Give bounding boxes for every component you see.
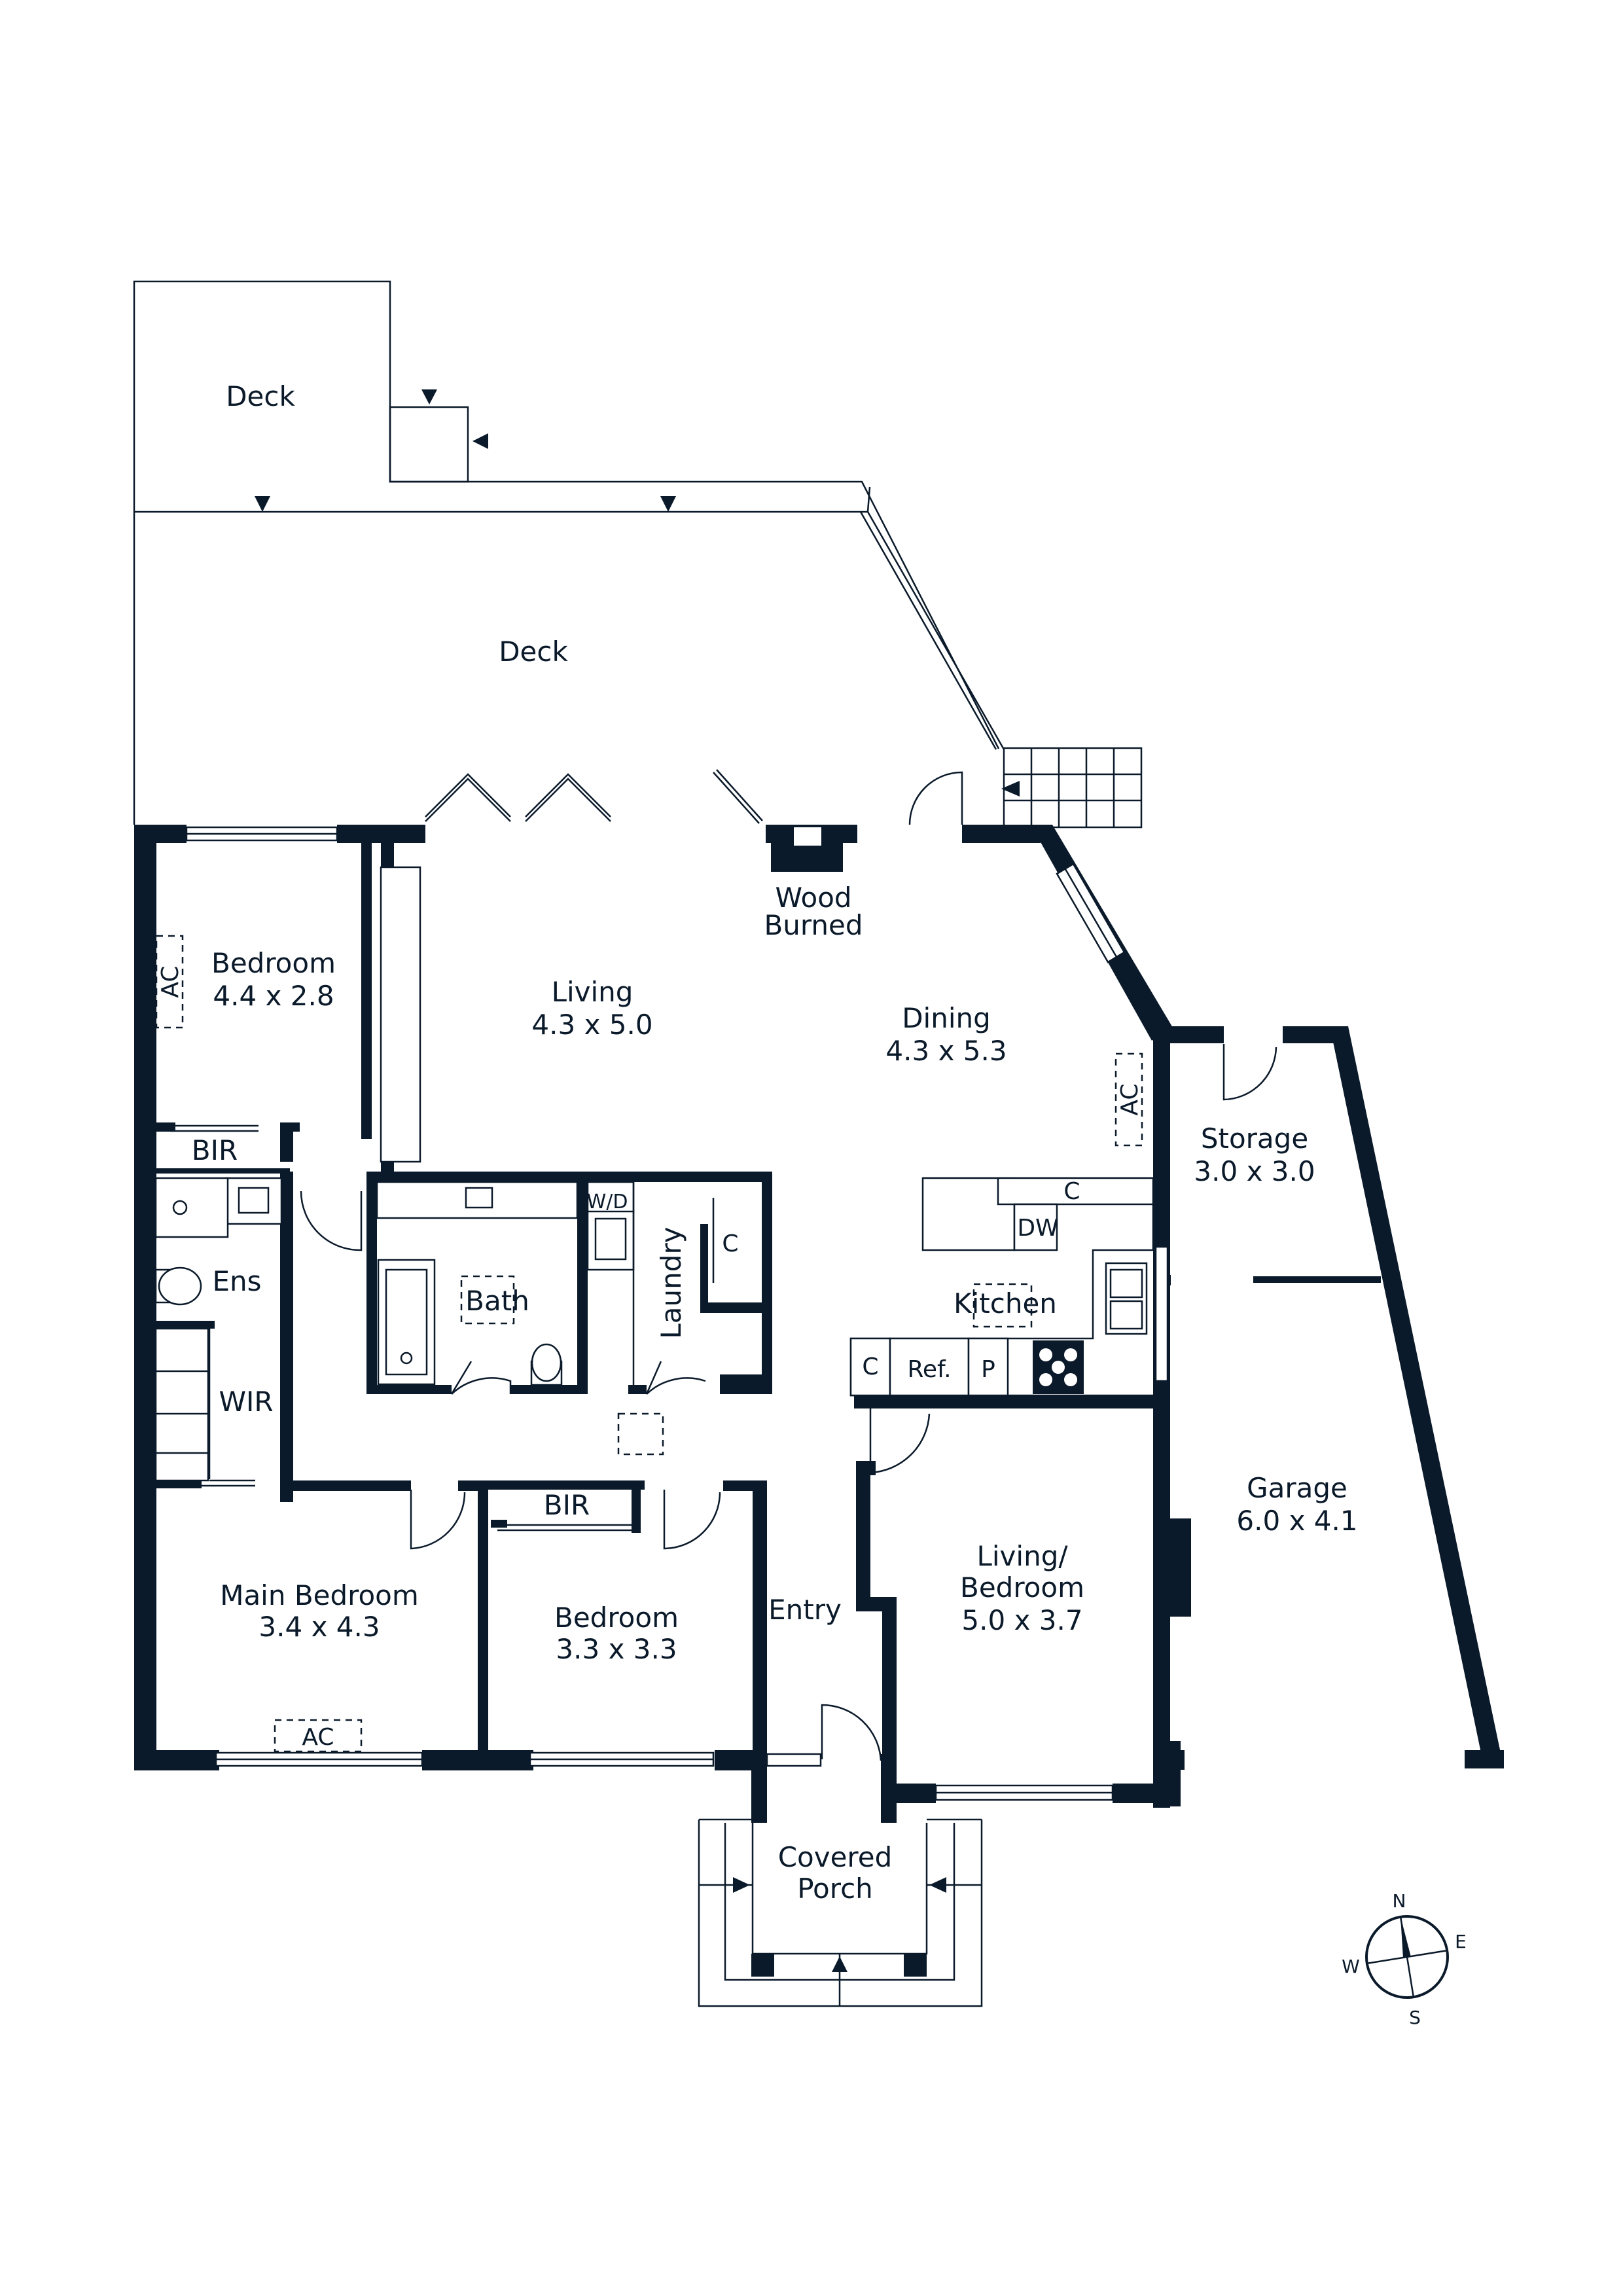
- label-bir-nw: BIR: [192, 1134, 238, 1166]
- label-dining: Dining: [902, 1002, 991, 1034]
- label-bedroom-nw-size: 4.4 x 2.8: [213, 980, 334, 1012]
- compass-east: E: [1455, 1931, 1467, 1952]
- compass-circle-icon: [1365, 1915, 1449, 1999]
- label-storage-size: 3.0 x 3.0: [1194, 1155, 1315, 1187]
- label-bedroom-nw: Bedroom: [211, 947, 336, 979]
- label-bath: Bath: [465, 1285, 529, 1317]
- label-ac-bedroom: AC: [157, 965, 184, 997]
- step-arrow-icon: [929, 1877, 946, 1893]
- label-garage-size: 6.0 x 4.1: [1236, 1505, 1357, 1537]
- label-ens: Ens: [212, 1265, 261, 1297]
- label-deck-main: Deck: [499, 636, 568, 668]
- label-cupboard-kitchen-left: C: [862, 1354, 878, 1380]
- ac-unit-dining: [1115, 1052, 1143, 1147]
- label-laundry: Laundry: [655, 1227, 687, 1338]
- walls: [134, 825, 1504, 1977]
- label-dining-size: 4.3 x 5.3: [885, 1035, 1007, 1067]
- label-bedroom-2-size: 3.3 x 3.3: [556, 1633, 677, 1665]
- ac-units: [155, 935, 1143, 1753]
- label-ac-dining: AC: [1116, 1083, 1143, 1115]
- label-covered-porch-2: Porch: [797, 1873, 873, 1905]
- label-ac-main-bedroom: AC: [302, 1724, 334, 1751]
- label-wood-burned-2: Burned: [764, 909, 863, 941]
- label-cupboard-laundry: C: [722, 1230, 738, 1257]
- label-cupboard-kitchen-top: C: [1063, 1178, 1080, 1205]
- compass-south: S: [1409, 2007, 1421, 2028]
- windows: [185, 826, 1169, 1801]
- label-living-size: 4.3 x 5.0: [531, 1009, 652, 1041]
- fixtures: [154, 866, 1154, 1482]
- label-dw: DW: [1017, 1215, 1058, 1242]
- label-bedroom-2: Bedroom: [554, 1602, 679, 1634]
- label-garage: Garage: [1247, 1472, 1347, 1504]
- label-bir-bed2: BIR: [544, 1489, 590, 1521]
- label-ref: Ref.: [907, 1356, 951, 1383]
- room-labels: Deck Deck Wood Burned Bedroom 4.4 x 2.8 …: [157, 380, 1358, 1905]
- label-wir: WIR: [219, 1386, 273, 1418]
- deck-steps: [1001, 747, 1143, 829]
- compass: N E S W: [1342, 1890, 1467, 2028]
- step-arrow-icon: [1001, 781, 1020, 797]
- label-covered-porch-1: Covered: [778, 1841, 893, 1873]
- step-arrow-icon: [660, 496, 676, 512]
- step-arrow-icon: [733, 1877, 750, 1893]
- step-arrow-icon: [473, 433, 488, 449]
- label-living-bedroom-size: 5.0 x 3.7: [961, 1604, 1082, 1636]
- label-deck-upper: Deck: [226, 380, 295, 412]
- step-arrow-icon: [255, 496, 270, 512]
- label-main-bedroom: Main Bedroom: [220, 1579, 419, 1611]
- label-kitchen: Kitchen: [954, 1287, 1057, 1319]
- compass-west: W: [1342, 1956, 1360, 1977]
- label-storage: Storage: [1201, 1122, 1308, 1155]
- doors: [162, 769, 1277, 1761]
- label-pantry: P: [981, 1356, 995, 1383]
- label-entry: Entry: [768, 1594, 842, 1626]
- ac-unit-bedroom: [155, 935, 184, 1029]
- label-wd: W/D: [587, 1191, 628, 1213]
- label-living-bedroom-1: Living/: [976, 1540, 1068, 1572]
- label-living-bedroom-2: Bedroom: [960, 1571, 1084, 1604]
- label-living: Living: [552, 976, 633, 1008]
- step-arrow-icon: [421, 389, 437, 404]
- compass-needle-icon: [1400, 1916, 1411, 1958]
- compass-north: N: [1393, 1890, 1406, 1912]
- deck-outlines: [133, 280, 1005, 825]
- label-main-bedroom-size: 3.4 x 4.3: [259, 1611, 380, 1643]
- label-wood-burned-1: Wood: [775, 882, 851, 914]
- step-arrow-icon: [832, 1956, 847, 1972]
- porch-outline: [698, 1818, 983, 2007]
